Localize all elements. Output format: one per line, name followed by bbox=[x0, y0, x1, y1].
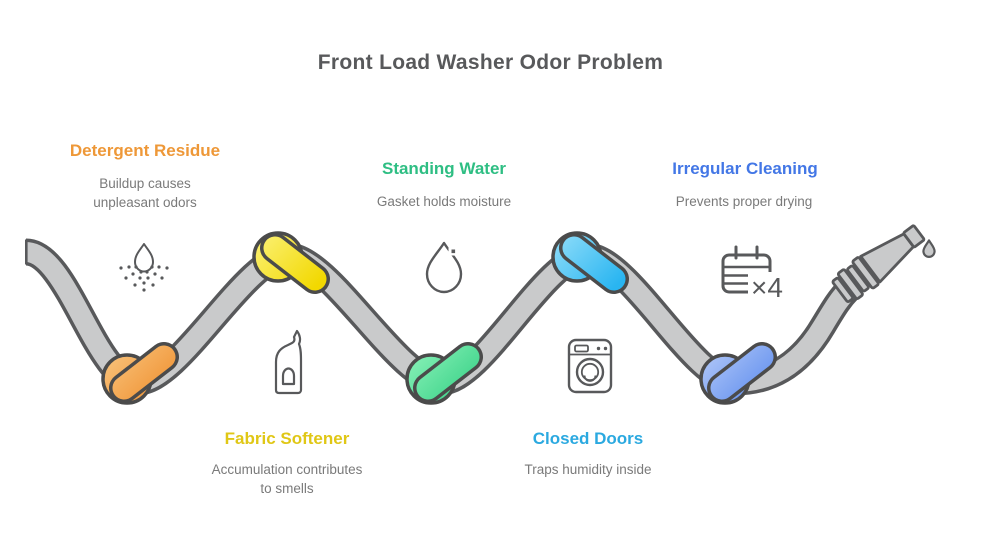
knot-fabric-softener bbox=[252, 231, 330, 294]
page-title: Front Load Washer Odor Problem bbox=[317, 51, 664, 74]
calendar-icon: ×4 bbox=[721, 245, 788, 303]
faucet-nozzle-icon bbox=[831, 224, 926, 303]
water-drop-icon bbox=[425, 241, 463, 294]
water-drip-icon bbox=[922, 238, 936, 258]
label-closed-doors: Closed Doors bbox=[532, 429, 644, 448]
label-irregular-cleaning: Irregular Cleaning bbox=[672, 159, 818, 178]
knot-detergent-residue bbox=[101, 342, 179, 405]
desc-detergent-residue: Buildup causes unpleasant odors bbox=[93, 176, 197, 210]
label-detergent-residue: Detergent Residue bbox=[69, 141, 221, 160]
knot-irregular-cleaning bbox=[699, 342, 777, 405]
label-fabric-softener: Fabric Softener bbox=[224, 429, 350, 448]
knot-closed-doors bbox=[551, 231, 629, 294]
desc-irregular-cleaning: Prevents proper drying bbox=[675, 194, 813, 209]
knot-standing-water bbox=[405, 342, 483, 405]
calendar-badge: ×4 bbox=[751, 272, 783, 303]
spray-droplets-icon bbox=[119, 243, 169, 292]
desc-fabric-softener: Accumulation contributes to smells bbox=[211, 462, 363, 496]
desc-standing-water: Gasket holds moisture bbox=[376, 194, 512, 209]
softener-bottle-icon bbox=[274, 329, 303, 395]
washing-machine-icon bbox=[567, 338, 613, 394]
label-standing-water: Standing Water bbox=[381, 159, 507, 178]
desc-closed-doors: Traps humidity inside bbox=[524, 462, 652, 477]
